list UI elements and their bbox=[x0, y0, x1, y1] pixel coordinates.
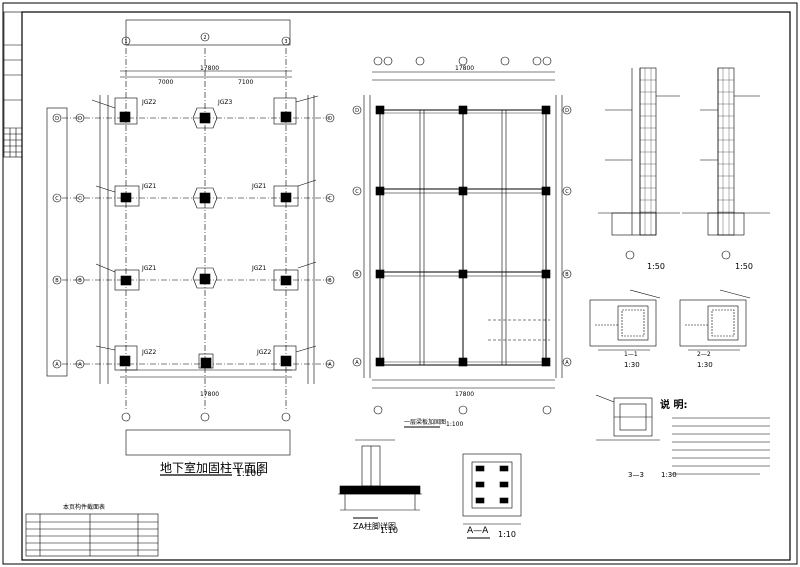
sections-1-2 bbox=[589, 289, 751, 351]
side-title-strip bbox=[3, 11, 23, 158]
svg-text:C: C bbox=[355, 189, 359, 195]
dim-total-bottom: 17800 bbox=[200, 391, 220, 398]
grid-labels: 1 2 3 D C B A D C B A D C B A D C B A D C B A bbox=[55, 35, 569, 368]
column-tag-jgz1-b2: JGZ1 bbox=[252, 265, 267, 272]
grid-label-2: 2 bbox=[203, 35, 206, 41]
svg-text:B: B bbox=[355, 272, 359, 278]
svg-text:D: D bbox=[78, 116, 82, 122]
column-tag-jgz3: JGZ3 bbox=[218, 99, 233, 106]
dim-total-plan2: 17800 bbox=[455, 65, 475, 72]
plan2-scale: 1:100 bbox=[446, 421, 464, 428]
svg-text:A: A bbox=[328, 362, 332, 368]
grid-label-c: C bbox=[55, 196, 59, 202]
column-tag-jgz1-c: JGZ1 bbox=[142, 183, 157, 190]
section-22-scale: 1:30 bbox=[697, 361, 713, 369]
detail-za-title: ZA柱脚详图 bbox=[353, 522, 396, 531]
column-tag-jgz2: JGZ2 bbox=[142, 99, 157, 106]
component-table bbox=[25, 513, 159, 557]
grid-label-b: B bbox=[55, 278, 59, 284]
plan-2 bbox=[352, 56, 572, 428]
grid-label-1: 1 bbox=[124, 39, 127, 45]
section-22-tag: 2—2 bbox=[697, 351, 711, 358]
svg-text:D: D bbox=[355, 108, 359, 114]
section-aa-scale: 1:10 bbox=[498, 530, 516, 539]
section-33-title: 3—3 bbox=[628, 471, 644, 479]
svg-text:A: A bbox=[355, 360, 359, 366]
dim-bay-1: 7000 bbox=[158, 79, 174, 86]
section-a-scale: 1:50 bbox=[647, 262, 665, 271]
section-aa bbox=[462, 453, 522, 539]
section-b-scale: 1:50 bbox=[735, 262, 753, 271]
notes-lines bbox=[672, 417, 770, 475]
notes-title: 说 明: bbox=[660, 400, 688, 411]
svg-text:D: D bbox=[328, 116, 332, 122]
svg-text:B: B bbox=[328, 278, 332, 284]
svg-text:A: A bbox=[565, 360, 569, 366]
svg-text:C: C bbox=[565, 189, 569, 195]
inner-frame bbox=[21, 11, 791, 561]
column-tag-jgz1-c2: JGZ1 bbox=[252, 183, 267, 190]
svg-text:D: D bbox=[565, 108, 569, 114]
section-11-tag: 1—1 bbox=[624, 351, 638, 358]
dim-total-plan2-bottom: 17800 bbox=[455, 391, 475, 398]
plan1-title: 地下室加固柱平面图 bbox=[160, 461, 269, 475]
section-11-scale: 1:30 bbox=[624, 361, 640, 369]
svg-text:A: A bbox=[78, 362, 82, 368]
grid-label-3: 3 bbox=[284, 39, 287, 45]
plan-1 bbox=[46, 19, 335, 476]
plan1-scale: 1:100 bbox=[236, 469, 262, 479]
svg-text:B: B bbox=[78, 278, 82, 284]
section-3 bbox=[595, 394, 660, 441]
detail-za-scale: 1:10 bbox=[380, 526, 398, 535]
column-tag-jgz2-a: JGZ2 bbox=[142, 349, 157, 356]
plan2-title: 一层梁板加固图 bbox=[404, 419, 447, 426]
grid-label-a: A bbox=[55, 362, 59, 368]
section-33-scale: 1:30 bbox=[661, 471, 677, 479]
column-tag-jgz1-b: JGZ1 bbox=[142, 265, 157, 272]
dim-bay-2: 7100 bbox=[238, 79, 254, 86]
column-tag-jgz2-a2: JGZ2 bbox=[257, 349, 272, 356]
grid-label-d: D bbox=[55, 116, 59, 122]
detail-za bbox=[338, 439, 422, 519]
svg-text:B: B bbox=[565, 272, 569, 278]
svg-text:C: C bbox=[78, 196, 82, 202]
section-aa-title: A—A bbox=[467, 526, 489, 536]
dim-total-top: 17800 bbox=[200, 65, 220, 72]
section-elevations bbox=[598, 67, 770, 260]
svg-text:C: C bbox=[328, 196, 332, 202]
table-title: 本页构件截面表 bbox=[63, 504, 106, 511]
